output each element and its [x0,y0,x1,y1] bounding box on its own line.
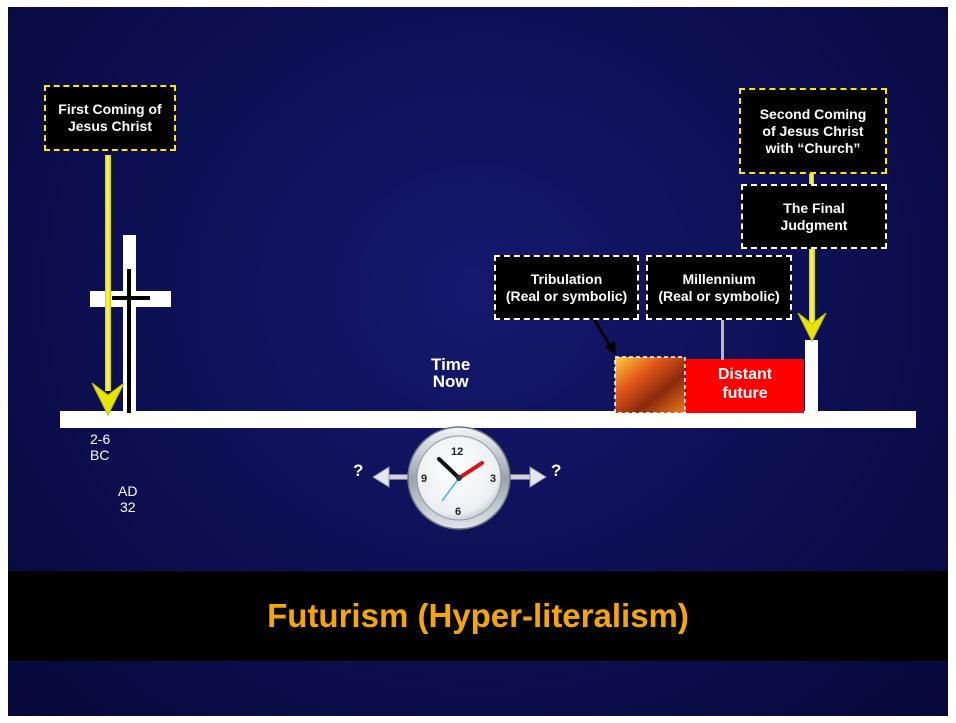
tribulation-text: Tribulation (Real or symbolic) [505,270,628,304]
timeline-bar [60,411,916,428]
distant-future-block [686,359,804,413]
cross-icon [90,235,171,413]
ad-label: AD 32 [118,483,138,515]
clock-numeral-6: 6 [455,506,462,518]
second-coming-box: Second Coming of Jesus Christ with “Chur… [739,88,887,174]
first-coming-arrow [91,155,125,417]
question-left: ? [353,461,364,480]
bc-label: 2-6 BC [90,431,111,463]
millennium-connector [721,318,724,360]
first-coming-box: First Coming of Jesus Christ [44,85,176,151]
first-coming-text: First Coming of Jesus Christ [58,101,162,134]
millennium-text: Millennium (Real or symbolic) [658,270,780,304]
tribulation-fire [615,357,685,413]
second-coming-text: Second Coming of Jesus Christ with “Chur… [759,105,867,156]
clock-icon [372,426,547,530]
end-post [805,340,818,415]
millennium-box: Millennium (Real or symbolic) [646,255,792,320]
question-right: ? [551,461,562,480]
title-band: Futurism (Hyper-literalism) [8,571,948,661]
clock-numeral-3: 3 [490,473,497,485]
tribulation-box: Tribulation (Real or symbolic) [494,255,639,320]
final-judgment-arrow [797,173,827,343]
slide: 12 3 6 9 ? ? First Coming of Jesus Chris… [8,7,948,716]
final-judgment-text: The Final Judgment [780,199,848,233]
time-now-label: Time Now [431,355,471,391]
timeline-graphics [60,155,916,530]
final-judgment-box: The Final Judgment [741,184,887,249]
distant-future-label: Distant future [717,366,773,402]
clock-numeral-12: 12 [451,446,464,458]
slide-title: Futurism (Hyper-literalism) [267,597,689,634]
clock-numeral-9: 9 [421,473,428,485]
tribulation-pointer [592,318,616,355]
